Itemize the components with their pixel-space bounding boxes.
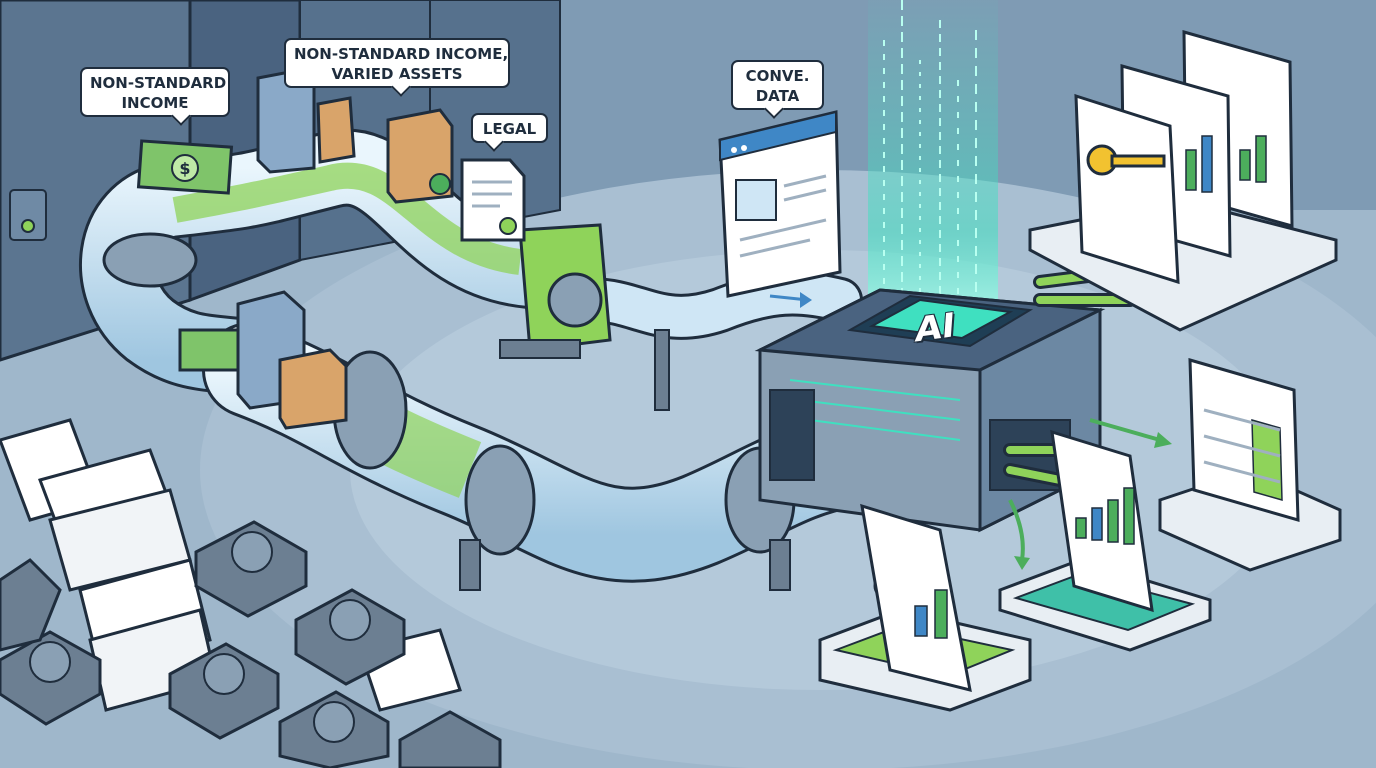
label-line: INCOME [121,94,189,112]
label-line: NON-STANDARD [90,74,227,92]
data-stream-icon [868,0,998,330]
bar-chart-icon [1185,135,1267,193]
label-line: CONVE. [745,67,810,85]
label-line: DATA [755,87,800,105]
office-building-icon [236,68,454,430]
label-line: NON-STANDARD INCOME, [294,45,509,63]
arrow-icon [1008,418,1172,570]
label-conventional-data: CONVE. DATA [731,60,824,119]
output-platform [818,429,1342,712]
label-line: VARIED ASSETS [331,65,463,83]
label-non-standard-income-varied-assets: NON-STANDARD INCOME, VARIED ASSETS [284,38,510,97]
checklist-icon [1188,357,1300,523]
paper-stack-icon [0,418,462,712]
svg-text:$: $ [179,159,190,178]
browser-window-icon [718,110,842,298]
rotary-telephone-icon [0,520,502,768]
valve-icon [499,223,612,359]
label-legal: LEGAL [471,113,548,152]
legal-document-icon [460,158,526,242]
label-non-standard-income: NON-STANDARD INCOME [80,67,230,126]
